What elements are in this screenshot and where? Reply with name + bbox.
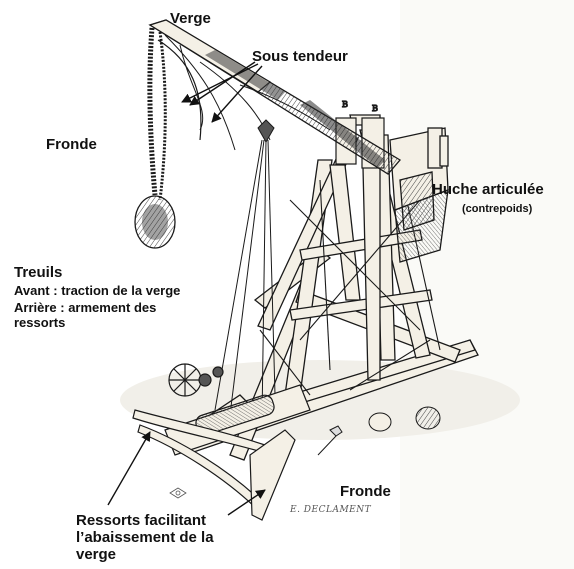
arrow-ressorts [108, 432, 150, 505]
label-sous-tendeur: Sous tendeur [252, 48, 348, 65]
engraver-signature: E. DECLAMENT [290, 505, 371, 515]
label-ressorts: Ressorts facilitant l’abaissement de la … [76, 512, 214, 563]
ressorts-line-2: l’abaissement de la [76, 529, 214, 546]
label-verge: Verge [170, 10, 211, 27]
engraver-emblem [170, 488, 186, 498]
label-treuils: Treuils Avant : traction de la verge Arr… [14, 264, 180, 330]
label-fronde-bottom: Fronde [340, 483, 391, 500]
label-fronde-top: Fronde [46, 136, 97, 153]
treuils-avant: Avant : traction de la verge [14, 283, 180, 298]
paper-shadow [400, 0, 574, 569]
verge-arm [150, 20, 400, 174]
engraving-letter-b2: B [372, 104, 378, 113]
engraving-letter-b1: B [342, 100, 348, 109]
ressorts-line-1: Ressorts facilitant [76, 512, 214, 529]
label-huche-sub: (contrepoids) [462, 203, 532, 215]
sling-pouch [135, 196, 175, 248]
label-huche: Huche articulée [432, 181, 544, 198]
treuils-arriere-2: ressorts [14, 315, 180, 330]
treuils-title: Treuils [14, 264, 180, 281]
ressorts-line-3: verge [76, 546, 214, 563]
treuils-arriere-1: Arrière : armement des [14, 300, 180, 315]
